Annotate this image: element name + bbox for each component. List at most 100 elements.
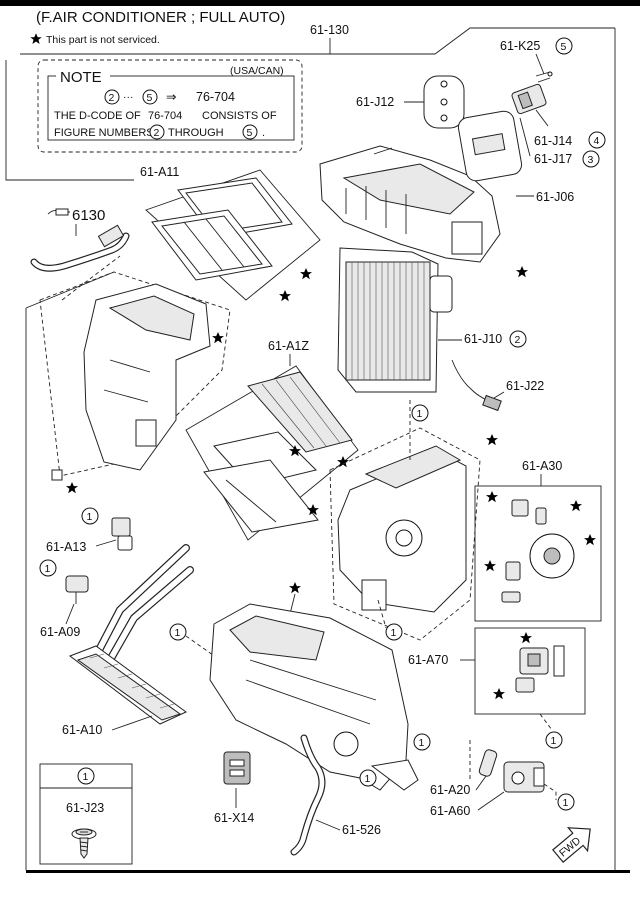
a30-actuator-part <box>501 499 575 603</box>
star-icon <box>493 688 505 700</box>
note-range-dots: ··· <box>123 91 134 103</box>
star-icon <box>516 266 528 278</box>
j14-sensor-part <box>511 83 547 115</box>
assembly-boundary-top <box>20 27 615 55</box>
note-line2-mid: THROUGH <box>168 127 224 139</box>
x14-blower-resistor-part <box>223 751 251 785</box>
note-line1-suffix: CONSISTS OF <box>202 110 277 122</box>
j17-number-circle <box>582 150 600 168</box>
evaporator-part <box>337 247 453 393</box>
service-note: This part is not serviced. <box>46 34 160 46</box>
a09-sensor-part <box>65 575 89 604</box>
ref1-leader <box>377 599 387 629</box>
ref1-label: 1 <box>563 797 569 809</box>
diagram-title: (F.AIR CONDITIONER ; FULL AUTO) <box>36 9 285 26</box>
assembly-boundary-left <box>5 60 134 181</box>
star-icon <box>289 582 301 594</box>
ref1-circle <box>81 507 99 525</box>
star-icon <box>486 434 498 446</box>
leader-61-A60 <box>477 791 505 811</box>
label-61-J22: 61-J22 <box>506 379 544 393</box>
label-61-A10: 61-A10 <box>62 723 102 737</box>
label-61-A13: 61-A13 <box>46 540 86 554</box>
right-case-part <box>337 445 467 613</box>
leader-61-K25 <box>535 53 545 75</box>
note-label-bg <box>56 70 110 84</box>
ref1-label: 1 <box>391 627 397 639</box>
leader-61-A09 <box>65 603 75 625</box>
star-icon <box>279 290 291 302</box>
label-61-X14: 61-X14 <box>214 811 254 825</box>
j12-seal-part <box>423 75 465 129</box>
label-61-J10: 61-J10 <box>464 332 502 346</box>
label-61-J06: 61-J06 <box>536 190 574 204</box>
label-61-J12: 61-J12 <box>356 95 394 109</box>
box-61-A70 <box>474 627 586 715</box>
small-clip-part <box>51 469 63 481</box>
note-line2-prefix: FIGURE NUMBERS <box>54 127 154 139</box>
legend-star-icon <box>30 33 42 44</box>
star-icon <box>520 632 532 644</box>
label-61-526: 61-526 <box>342 823 381 837</box>
label-61-A09: 61-A09 <box>40 625 80 639</box>
ref1-label: 1 <box>551 735 557 747</box>
note-range-end: 5 <box>147 92 153 104</box>
j10-number: 2 <box>515 334 521 346</box>
note-inner-box <box>47 75 295 141</box>
upper-case-part <box>319 145 501 263</box>
j14-number: 4 <box>594 135 600 147</box>
j17-number: 3 <box>588 154 594 166</box>
ref1-circle <box>385 623 403 641</box>
j22-sensor-part <box>451 359 502 412</box>
label-61-130: 61-130 <box>310 23 349 37</box>
star-icon <box>486 491 498 503</box>
note-region: (USA/CAN) <box>230 65 284 77</box>
label-61-A30: 61-A30 <box>522 459 562 473</box>
label-61-J23: 61-J23 <box>66 801 104 815</box>
note-range-start-circle <box>104 89 120 105</box>
ref1-circle <box>557 793 575 811</box>
left-case-part <box>83 283 211 471</box>
ref1-circle <box>169 623 187 641</box>
box-61-A30 <box>474 485 602 622</box>
ref1-label: 1 <box>419 737 425 749</box>
note-line2-num1: 2 <box>154 127 160 139</box>
label-61-A11: 61-A11 <box>140 165 179 179</box>
note-code: 76-704 <box>196 90 235 104</box>
star-icon <box>570 500 582 512</box>
a70-actuator-part <box>515 645 565 693</box>
note-line1-code: 76-704 <box>148 110 182 122</box>
label-6130: 6130 <box>72 207 105 224</box>
label-61-J14: 61-J14 <box>534 134 572 148</box>
drain-hose-526-part <box>290 734 326 856</box>
ref1-circle <box>77 767 95 785</box>
a1z-damper-part <box>203 431 319 533</box>
label-61-A20: 61-A20 <box>430 783 470 797</box>
star-icon <box>584 534 596 546</box>
k25-number: 5 <box>561 41 567 53</box>
leader-61-J17-line <box>519 117 531 157</box>
ref1-circle <box>413 733 431 751</box>
leader-61-A10 <box>111 715 153 731</box>
note-line2-num2-circle <box>242 124 258 140</box>
hose-leader-dash <box>61 255 121 301</box>
note-range-end-circle <box>142 89 158 105</box>
label-61-A1Z: 61-A1Z <box>268 339 309 353</box>
star-icon <box>484 560 496 572</box>
ref1-circle <box>411 404 429 422</box>
star-icon <box>300 268 312 280</box>
ref1-label: 1 <box>45 563 51 575</box>
air-filter-frame-part <box>151 209 273 281</box>
leader-61-526 <box>315 819 341 831</box>
ref1-label: 1 <box>417 408 423 420</box>
note-line2-num2: 5 <box>247 127 253 139</box>
ref1-circle <box>545 731 563 749</box>
j10-number-circle <box>509 330 527 348</box>
screw-icon <box>71 828 97 859</box>
label-61-A60: 61-A60 <box>430 804 470 818</box>
note-line2-end: . <box>262 127 265 139</box>
label-61-J17: 61-J17 <box>534 152 572 166</box>
a60-actuator-part <box>503 761 545 793</box>
lower-case-part <box>209 603 419 791</box>
